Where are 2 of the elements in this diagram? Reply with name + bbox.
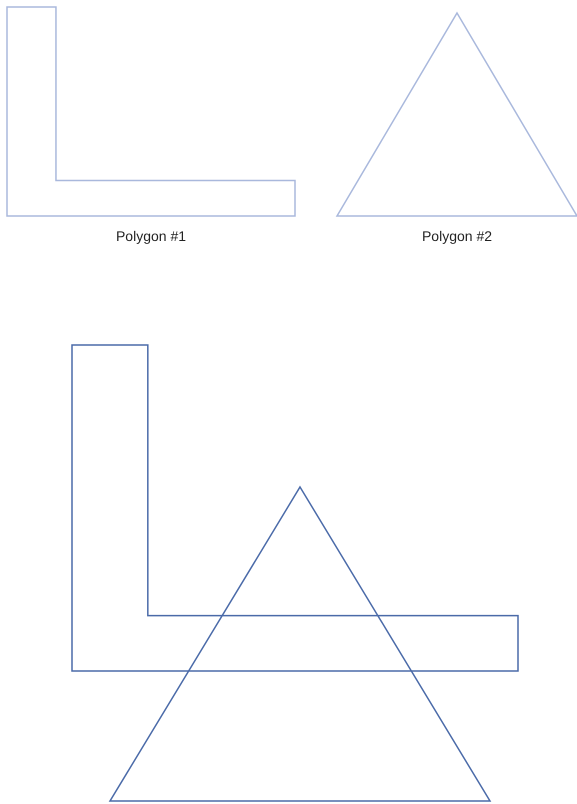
shape-caption: Polygon #1 — [116, 228, 186, 244]
shape-caption: Polygon #2 — [422, 228, 492, 244]
